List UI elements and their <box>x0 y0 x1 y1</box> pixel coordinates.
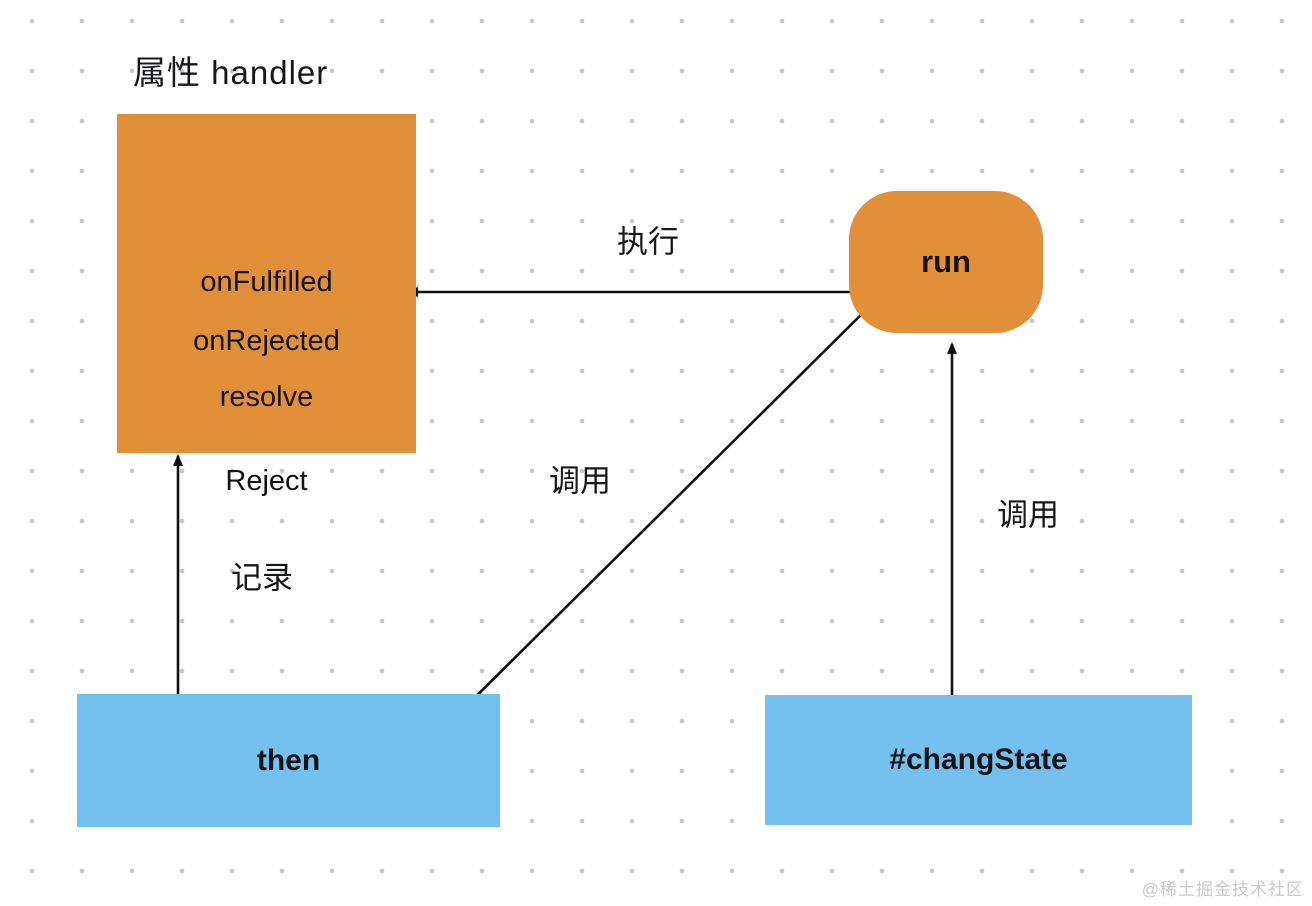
node-run: run <box>849 191 1043 333</box>
node-changstate-label: #changState <box>889 743 1068 776</box>
edge-label-execute: 执行 <box>617 224 679 260</box>
node-then-label: then <box>256 743 321 777</box>
handler-prop-onfulfilled: onFulfilled <box>200 266 333 298</box>
edge-then-to-run <box>440 298 878 732</box>
edge-label-call-then: 调用 <box>549 463 611 499</box>
node-handler-box: onFulfilled onRejected resolve Reject <box>117 114 416 497</box>
edge-label-record: 记录 <box>231 560 293 596</box>
handler-prop-reject: Reject <box>225 465 308 497</box>
handler-prop-onrejected: onRejected <box>193 325 340 357</box>
node-run-label: run <box>921 244 971 279</box>
node-changstate: #changState <box>765 695 1192 825</box>
edge-label-call-changstate: 调用 <box>997 497 1059 533</box>
handler-prop-resolve: resolve <box>219 381 314 413</box>
node-then: then <box>77 694 500 827</box>
diagram-title: 属性 handler <box>133 54 329 91</box>
watermark: @稀土掘金技术社区 <box>1141 880 1304 899</box>
